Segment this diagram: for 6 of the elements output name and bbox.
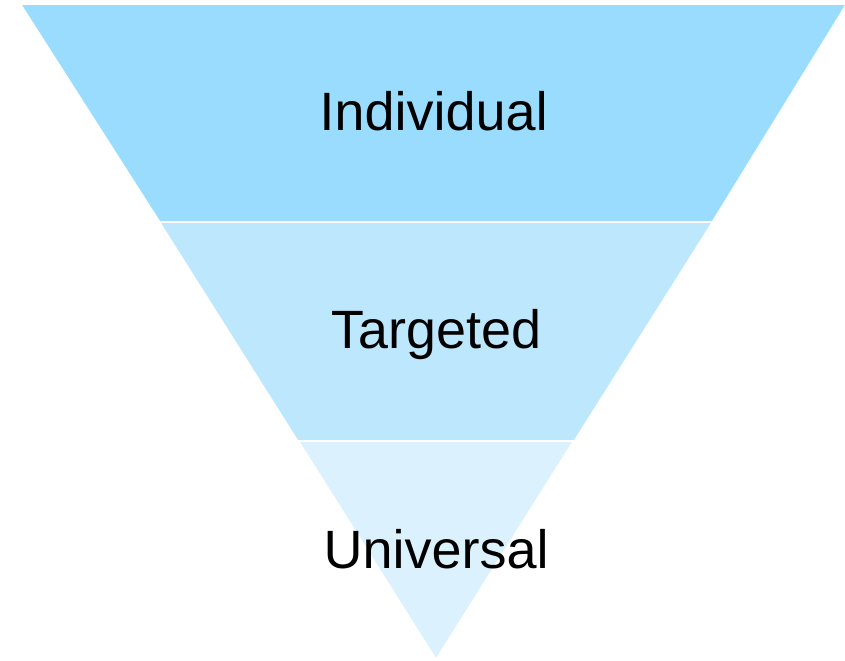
tier-label: Targeted [330, 303, 542, 357]
tier-label: Universal [322, 523, 550, 577]
funnel-tier [161, 223, 711, 440]
funnel-tier [300, 442, 572, 658]
funnel-tier [22, 5, 845, 221]
tier-label: Individual [318, 85, 549, 139]
